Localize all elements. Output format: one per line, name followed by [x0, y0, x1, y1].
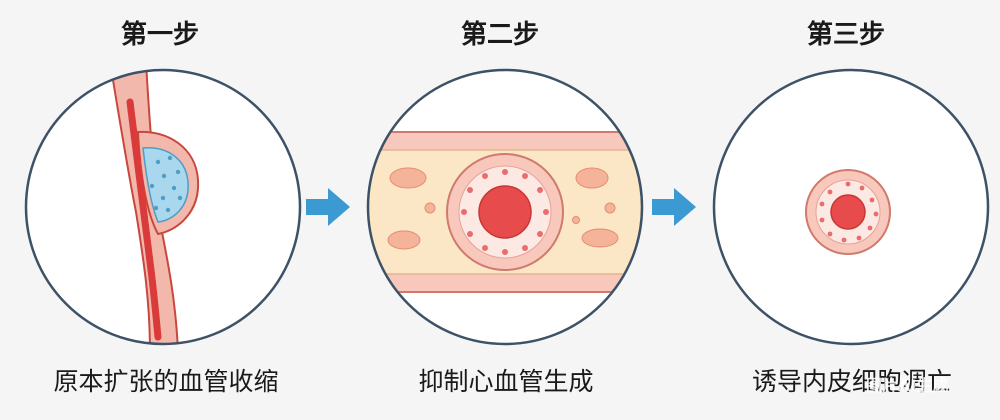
step-2-caption: 抑制心血管生成	[418, 367, 594, 396]
vessel-lumen	[126, 98, 162, 341]
step-3-illustration	[712, 68, 990, 346]
step-1-title: 第一步	[120, 20, 199, 50]
step-3-title: 第三步	[806, 20, 885, 50]
step-1-caption: 原本扩张的血管收缩	[53, 367, 279, 396]
bulge-lumen	[142, 147, 189, 223]
step-1-illustration	[24, 68, 302, 346]
watermark: 图片AI生成	[866, 376, 949, 395]
arrow-right-icon	[652, 188, 696, 226]
step-2-illustration	[366, 68, 644, 346]
step-2-title: 第二步	[460, 20, 539, 50]
arrow-right-icon	[306, 188, 350, 226]
step-3-caption: 诱导内皮细胞凋亡	[751, 367, 952, 396]
